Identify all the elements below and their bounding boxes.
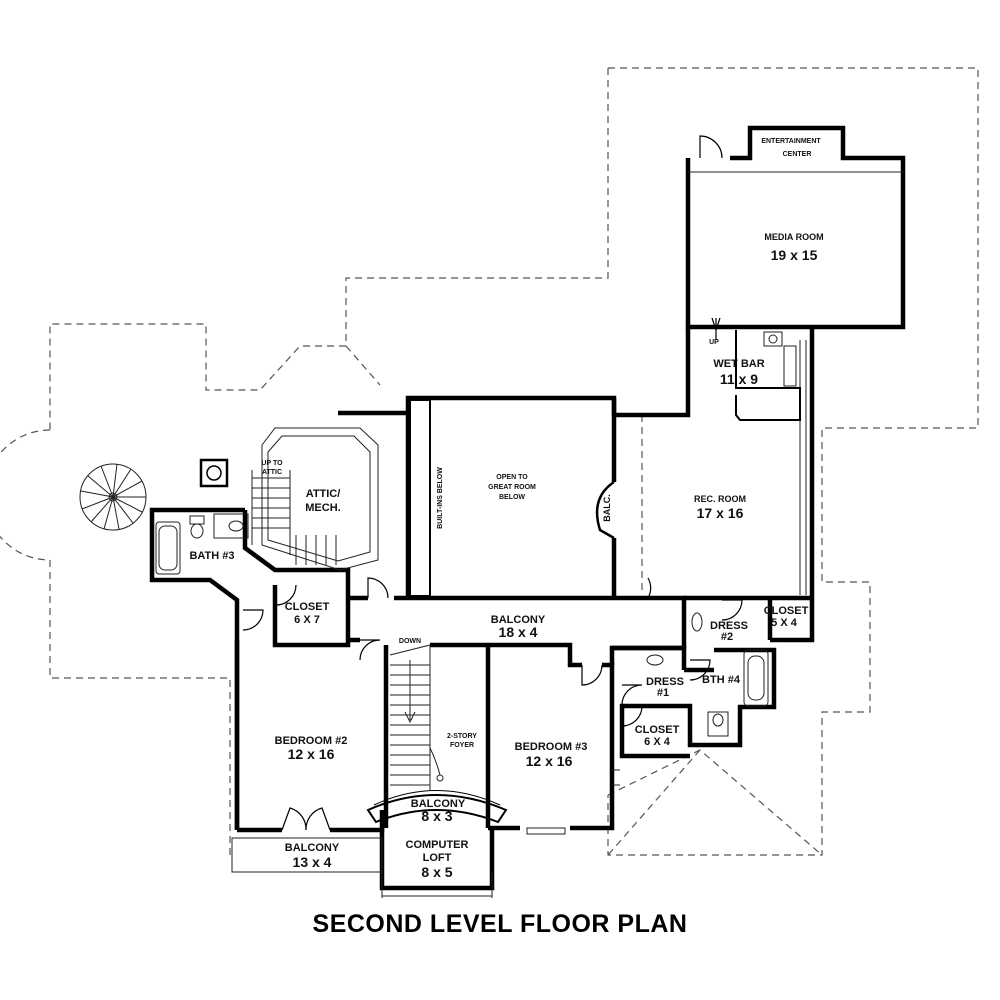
closet-6x4-size: 6 X 4	[644, 736, 671, 748]
dress2-num: #2	[721, 631, 733, 643]
bedroom2-size: 12 x 16	[288, 746, 335, 762]
up-label: UP	[709, 339, 719, 346]
foyer-line1: 2-STORY	[447, 733, 477, 740]
entertainment-label: ENTERTAINMENT	[761, 138, 821, 145]
media-room-size: 19 x 15	[771, 247, 818, 263]
chimney-icon	[199, 458, 229, 488]
open-to-line1: OPEN TO	[496, 474, 528, 481]
closet-5x4-size: 5 X 4	[771, 617, 798, 629]
bth4-label: BTH #4	[702, 674, 741, 686]
wet-bar-counters	[735, 330, 801, 421]
page-title: SECOND LEVEL FLOOR PLAN	[312, 910, 688, 938]
attic-stair	[251, 427, 379, 571]
balc-label: BALC.	[602, 494, 612, 522]
open-to-line3: BELOW	[499, 494, 525, 501]
media-room-name: MEDIA ROOM	[764, 232, 823, 242]
attic-line1: ATTIC/	[306, 488, 341, 500]
balcony-8x3-name: BALCONY	[411, 798, 466, 810]
bedroom2-name: BEDROOM #2	[275, 735, 348, 747]
balcony-8x3-size: 8 x 3	[421, 808, 452, 824]
computer-loft-line2: LOFT	[423, 852, 452, 864]
foyer-line2: FOYER	[450, 742, 474, 749]
wet-bar-name: WET BAR	[713, 358, 764, 370]
balc-bump	[595, 480, 615, 540]
built-ins-label: BUILT-INS BELOW	[437, 467, 444, 529]
computer-loft-line1: COMPUTER	[406, 839, 469, 851]
computer-loft-size: 8 x 5	[421, 864, 452, 880]
closet-6x7-name: CLOSET	[285, 601, 330, 613]
up-to-attic-line1: UP TO	[261, 460, 283, 467]
entertainment-label-2: CENTER	[783, 151, 812, 158]
bedroom3-name: BEDROOM #3	[515, 741, 588, 753]
bath3-fixtures	[155, 513, 249, 575]
closet-6x7-size: 6 X 7	[294, 614, 320, 626]
balcony-13x4-size: 13 x 4	[293, 854, 332, 870]
down-label: DOWN	[399, 638, 421, 645]
closet-6x4-name: CLOSET	[635, 724, 680, 736]
spiral-stair-icon	[79, 463, 147, 531]
balcony-main-name: BALCONY	[491, 614, 546, 626]
open-to-line2: GREAT ROOM	[488, 484, 536, 491]
balcony-13x4-name: BALCONY	[285, 842, 340, 854]
up-to-attic-line2: ATTIC	[262, 469, 282, 476]
dress1-num: #1	[657, 687, 669, 699]
balcony-main-size: 18 x 4	[499, 624, 538, 640]
wet-bar-size: 11 x 9	[720, 371, 758, 387]
room-labels: ENTERTAINMENT CENTER MEDIA ROOM 19 x 15 …	[189, 138, 823, 880]
roof-outline	[0, 67, 979, 860]
bath3-label: BATH #3	[189, 550, 234, 562]
main-stair	[389, 644, 444, 790]
closet-5x4-name: CLOSET	[764, 605, 809, 617]
balcony-curve	[366, 790, 508, 824]
rec-room-name: REC. ROOM	[694, 494, 746, 504]
bath4-fixtures	[646, 612, 769, 737]
rec-room-size: 17 x 16	[697, 505, 744, 521]
interior-lines	[231, 171, 903, 898]
attic-line2: MECH.	[305, 502, 340, 514]
dress1-name: DRESS	[646, 676, 684, 688]
exterior-walls	[149, 125, 906, 891]
dress2-name: DRESS	[710, 620, 748, 632]
bedroom3-size: 12 x 16	[526, 753, 573, 769]
door-swings	[242, 135, 743, 831]
